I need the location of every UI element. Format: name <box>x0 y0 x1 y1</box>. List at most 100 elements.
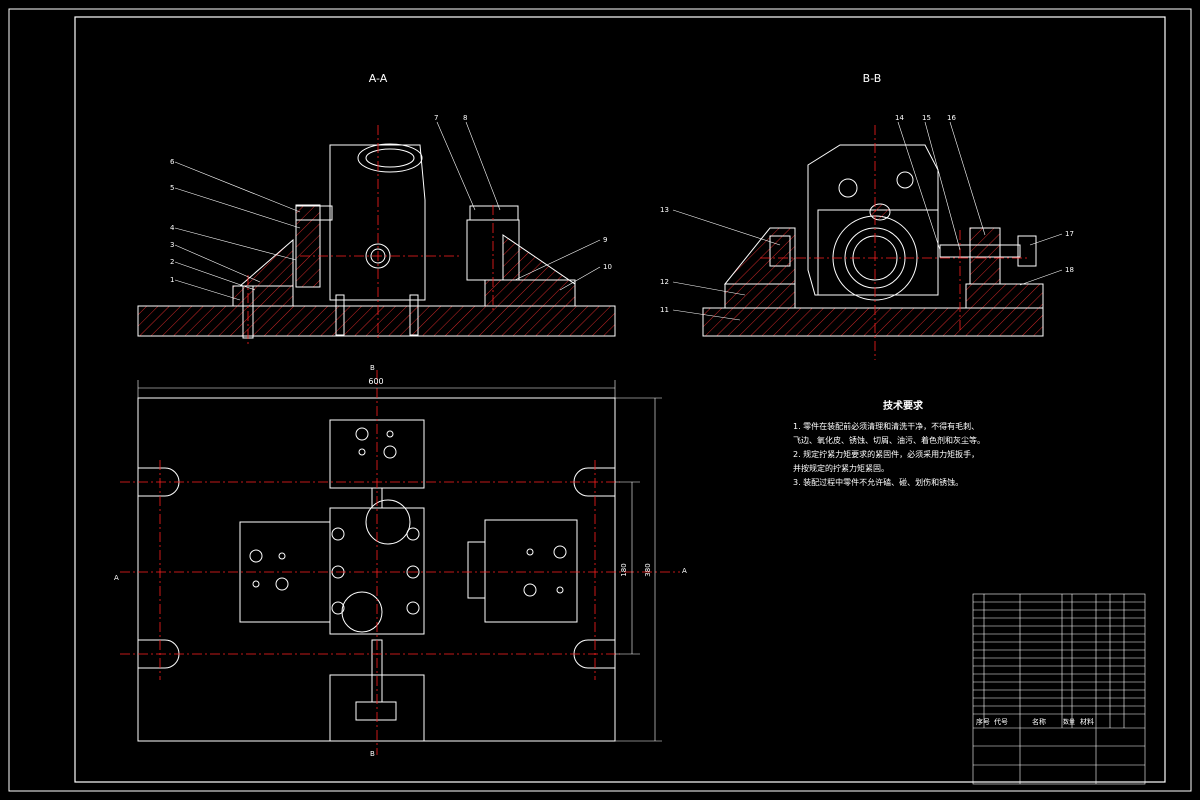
leaders-b <box>672 121 1063 321</box>
plan-hole <box>556 586 564 594</box>
plan-base-plate <box>137 397 616 742</box>
callout-12: 12 <box>660 278 669 286</box>
callout-11: 11 <box>660 306 669 314</box>
right-rib-a <box>502 234 576 285</box>
plan-hole <box>331 527 345 541</box>
plan-hole <box>355 427 369 441</box>
callout-13: 13 <box>660 206 669 214</box>
callout-8: 8 <box>463 114 467 122</box>
plan-hole <box>406 565 420 579</box>
clamp-bolt-a <box>469 205 519 221</box>
plan-right-block <box>484 519 578 623</box>
plan-marker-top: B <box>370 364 375 372</box>
plan-bore-top <box>365 499 411 545</box>
right-post-b <box>969 227 1001 285</box>
callout-6: 6 <box>170 158 175 166</box>
callout-18: 18 <box>1065 266 1074 274</box>
outer-frame <box>8 8 1192 792</box>
base-plate-b <box>702 307 1044 337</box>
plan-hole <box>553 545 567 559</box>
workpiece-body-b <box>807 144 939 296</box>
left-rib-b <box>723 227 796 285</box>
plan-hole <box>386 430 394 438</box>
plan-hole <box>275 577 289 591</box>
callout-17: 17 <box>1065 230 1074 238</box>
left-clamp-bolt-a <box>295 205 333 221</box>
plan-bottom-knob <box>355 701 397 721</box>
base-plate-a <box>137 305 616 337</box>
section-b-view <box>702 144 1044 337</box>
section-a-view <box>137 143 616 339</box>
parts-list <box>972 593 1146 785</box>
clamp-knob-b <box>1017 235 1037 267</box>
tech-req-line-4: 并按规定的拧紧力矩紧固。 <box>793 464 889 473</box>
plan-hole <box>523 583 537 597</box>
right-support-a <box>484 279 576 307</box>
dimension-width: 600 <box>368 377 383 386</box>
centerlines-plan <box>120 370 680 755</box>
callout-1: 1 <box>170 276 174 284</box>
tech-req-title: 技术要求 <box>883 401 923 412</box>
plan-hole <box>278 552 286 560</box>
parts-col-seq: 序号 <box>976 717 990 726</box>
plan-hole <box>406 601 420 615</box>
plan-marker-bottom: B <box>370 750 375 758</box>
hole-b-2 <box>896 171 914 189</box>
dimensions-plan <box>137 380 662 742</box>
bolt-a-2 <box>409 294 419 336</box>
gusset-a <box>238 238 294 287</box>
plan-hole <box>383 445 397 459</box>
callout-3: 3 <box>170 241 174 249</box>
left-clamp-a <box>295 204 321 288</box>
parts-list-frame <box>972 593 1146 785</box>
locating-pin-b <box>869 203 891 221</box>
tech-req-line-5: 3. 装配过程中零件不允许磕、碰、划伤和锈蚀。 <box>793 478 964 487</box>
workpiece-housing-b <box>817 209 939 296</box>
plan-marker-right: A <box>682 567 687 575</box>
plan-hole <box>406 527 420 541</box>
technical-requirements: 技术要求 1. 零件在装配前必须清理和清洗干净，不得有毛刺、 飞边、氧化皮、锈蚀… <box>793 397 1093 490</box>
tech-req-line-2: 飞边、氧化皮、锈蚀、切屑、油污、着色剂和灰尘等。 <box>793 436 985 445</box>
plan-bottom-block <box>329 674 425 742</box>
plan-hole <box>249 549 263 563</box>
parts-col-material: 材料 <box>1080 717 1094 726</box>
plan-bore-bottom <box>341 591 383 633</box>
callout-10: 10 <box>603 263 612 271</box>
parts-col-code: 代号 <box>994 717 1008 726</box>
clamp-screw-b <box>939 244 1021 258</box>
workpiece-bore-top <box>357 143 423 173</box>
callout-15: 15 <box>922 114 931 122</box>
centerlines-b <box>760 125 1030 360</box>
dimension-inner-height: 180 <box>620 563 628 576</box>
plan-right-clamp <box>467 541 486 599</box>
workpiece-body-a <box>329 144 426 301</box>
left-pad-b <box>769 235 791 267</box>
callout-9: 9 <box>603 236 607 244</box>
callout-7: 7 <box>434 114 438 122</box>
tech-req-line-1: 1. 零件在装配前必须清理和清洗干净，不得有毛刺、 <box>793 422 980 431</box>
inner-frame <box>74 16 1166 783</box>
plan-hole <box>358 448 366 456</box>
plan-hole <box>252 580 260 588</box>
callout-16: 16 <box>947 114 956 122</box>
parts-col-name: 名称 <box>1032 717 1046 726</box>
section-b-title: B-B <box>863 72 882 85</box>
bolt-a-1 <box>335 294 345 336</box>
plan-hole <box>526 548 534 556</box>
callout-2: 2 <box>170 258 174 266</box>
left-block-a <box>232 285 294 307</box>
callout-14: 14 <box>895 114 904 122</box>
right-block-b <box>965 283 1044 309</box>
plan-view <box>137 397 616 742</box>
hole-b-1 <box>838 178 858 198</box>
tech-req-line-3: 2. 规定拧紧力矩要求的紧固件，必须采用力矩扳手， <box>793 450 980 459</box>
centerlines-a <box>247 125 494 345</box>
workpiece-bore-inner <box>365 148 415 168</box>
plan-hole <box>331 601 345 615</box>
parts-col-qty: 数量 <box>1063 718 1075 726</box>
leaders-a <box>174 121 601 301</box>
callout-5: 5 <box>170 184 174 192</box>
left-block-b <box>724 283 796 309</box>
section-a-title: A-A <box>369 72 388 85</box>
